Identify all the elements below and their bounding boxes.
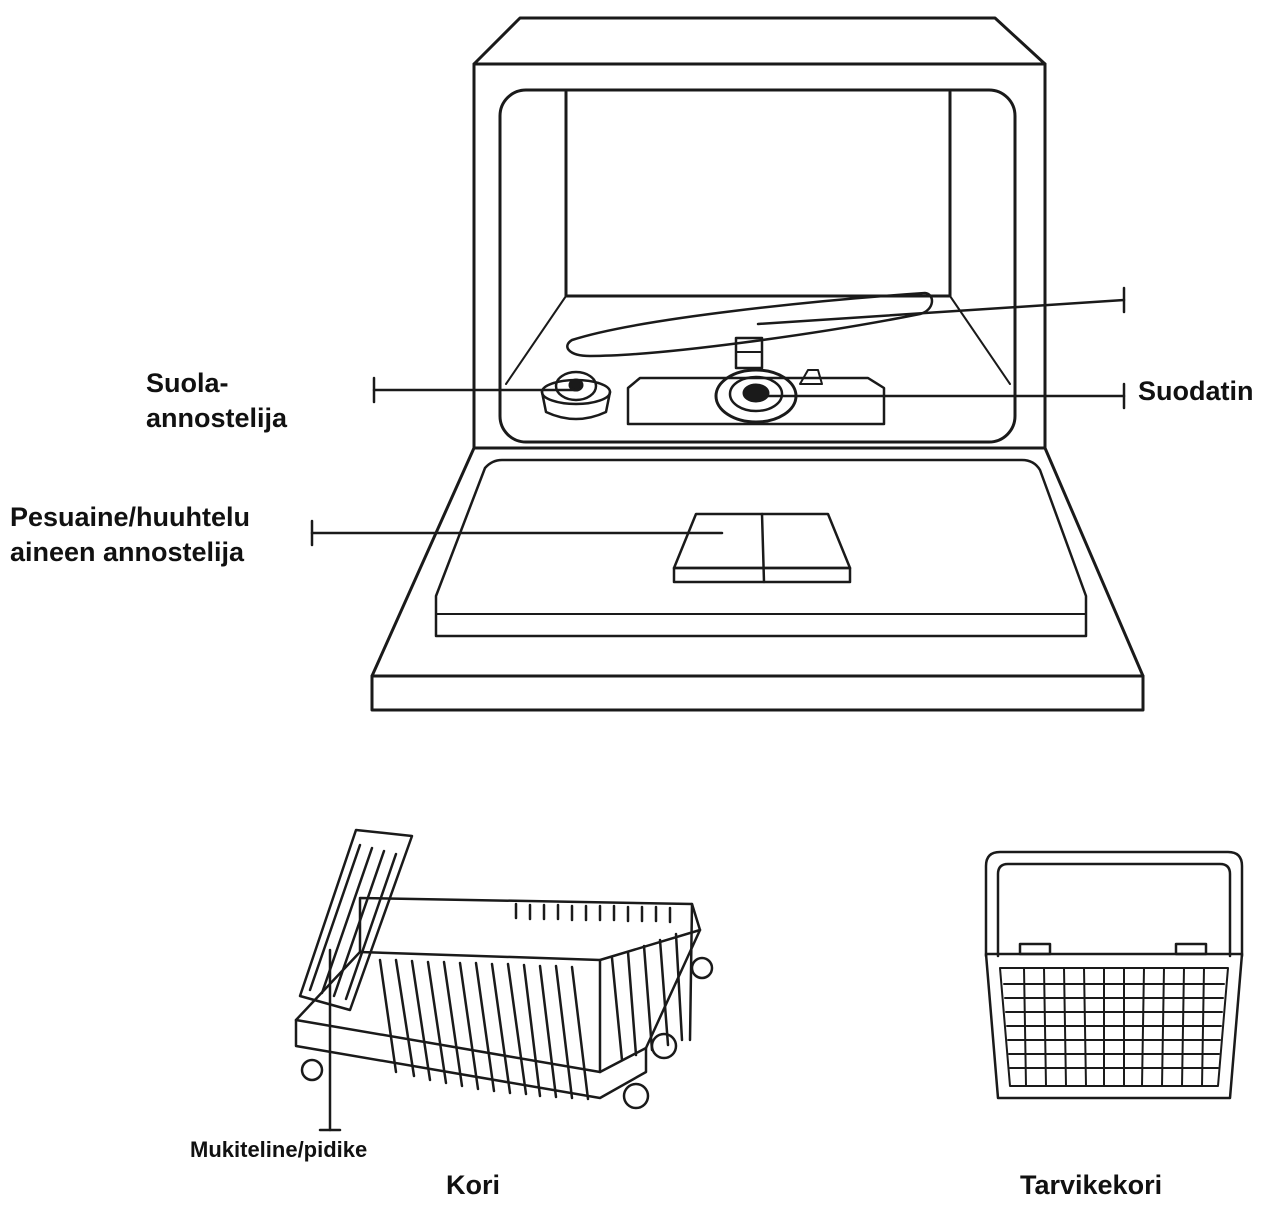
basket-label: Kori (446, 1168, 500, 1203)
salt-dispenser-cap (542, 372, 610, 419)
dish-rack (296, 830, 712, 1108)
spray-arm (567, 293, 932, 368)
detergent-dispenser-label: Pesuaine/huuhtelu aineen annostelija (10, 500, 250, 570)
dishwasher-body (474, 18, 1045, 448)
cutlery-basket-label: Tarvikekori (1020, 1168, 1162, 1203)
cutlery-basket (986, 852, 1242, 1098)
salt-dispenser-label-line2: annostelija (146, 401, 287, 436)
detergent-dispenser-label-line2: aineen annostelija (10, 535, 250, 570)
salt-dispenser-label: Suola- annostelija (146, 366, 287, 436)
salt-dispenser-label-line1: Suola- (146, 366, 287, 401)
dishwasher-door (372, 448, 1143, 710)
detergent-dispenser (674, 514, 850, 582)
cup-rack-label: Mukiteline/pidike (190, 1136, 367, 1165)
detergent-dispenser-label-line1: Pesuaine/huuhtelu (10, 500, 250, 535)
filter-label: Suodatin (1138, 374, 1254, 409)
